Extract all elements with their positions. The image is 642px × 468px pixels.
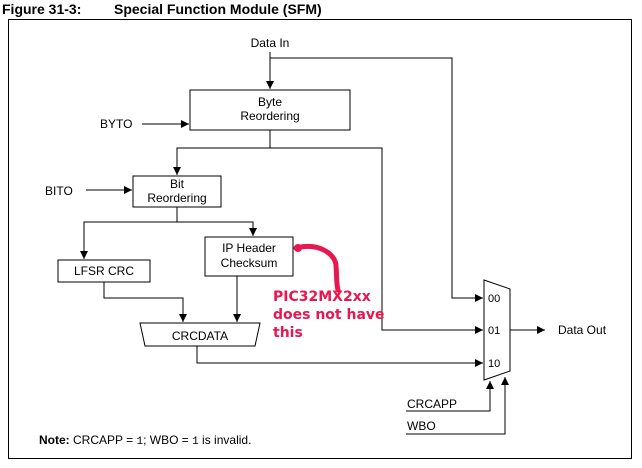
note-label: Note: <box>39 433 70 447</box>
wbo-label: WBO <box>407 419 436 433</box>
annotation-line-2: does not have <box>273 307 385 323</box>
annotation-line-1: PIC32MX2xx <box>273 289 371 305</box>
mux-input-10: 10 <box>488 358 500 370</box>
data-in-label: Data In <box>251 36 290 50</box>
wire-byte-out-to-bit <box>173 147 270 175</box>
note-text-1: CRCAPP = <box>70 433 137 447</box>
figure-title: Figure 31-3: Special Function Module (SFM… <box>2 1 322 17</box>
ip-header-label-2: Checksum <box>221 256 278 270</box>
wire-lfsr-to-crcdata <box>103 282 187 322</box>
byte-reordering-label-1: Byte <box>258 95 282 109</box>
wire-bit-to-lfsr <box>80 207 178 259</box>
lfsr-crc-label: LFSR CRC <box>74 264 134 278</box>
note: Note: CRCAPP = 1; WBO = 1 is invalid. <box>39 433 251 448</box>
crcdata-label: CRCDATA <box>172 329 228 343</box>
byte-reordering-label-2: Reordering <box>240 109 299 123</box>
annotation-line-3: this <box>273 325 303 341</box>
wire-crcapp <box>406 381 494 412</box>
figure-name: Special Function Module (SFM) <box>114 1 322 17</box>
mux-input-00: 00 <box>488 293 500 305</box>
output-mux <box>483 279 511 381</box>
byto-label: BYTO <box>100 117 132 131</box>
crcdata-register <box>139 322 261 347</box>
wire-crcdata-to-mux <box>196 346 483 367</box>
wire-bit-to-ip <box>177 221 257 236</box>
bit-reordering-label-2: Reordering <box>147 191 206 205</box>
annotation-dot <box>294 244 302 252</box>
note-value-2: 1 <box>192 436 199 448</box>
note-text-3: is invalid. <box>199 433 252 447</box>
figure-number: Figure 31-3: <box>2 1 82 17</box>
ip-header-checksum-block <box>204 236 294 277</box>
bit-reordering-label-1: Bit <box>170 177 185 191</box>
data-out-label: Data Out <box>558 323 607 337</box>
wire-byte-out-to-mux <box>269 130 483 334</box>
diagram-frame <box>8 19 632 459</box>
ip-header-label-1: IP Header <box>222 241 276 255</box>
wire-data-in-bypass <box>270 57 483 302</box>
annotation-hook <box>293 244 341 293</box>
bito-label: BITO <box>45 184 73 198</box>
wire-wbo <box>406 377 509 435</box>
note-value-1: 1 <box>136 436 143 448</box>
note-text-2: ; WBO = <box>143 433 192 447</box>
crcapp-label: CRCAPP <box>407 397 457 411</box>
mux-input-01: 01 <box>488 325 500 337</box>
